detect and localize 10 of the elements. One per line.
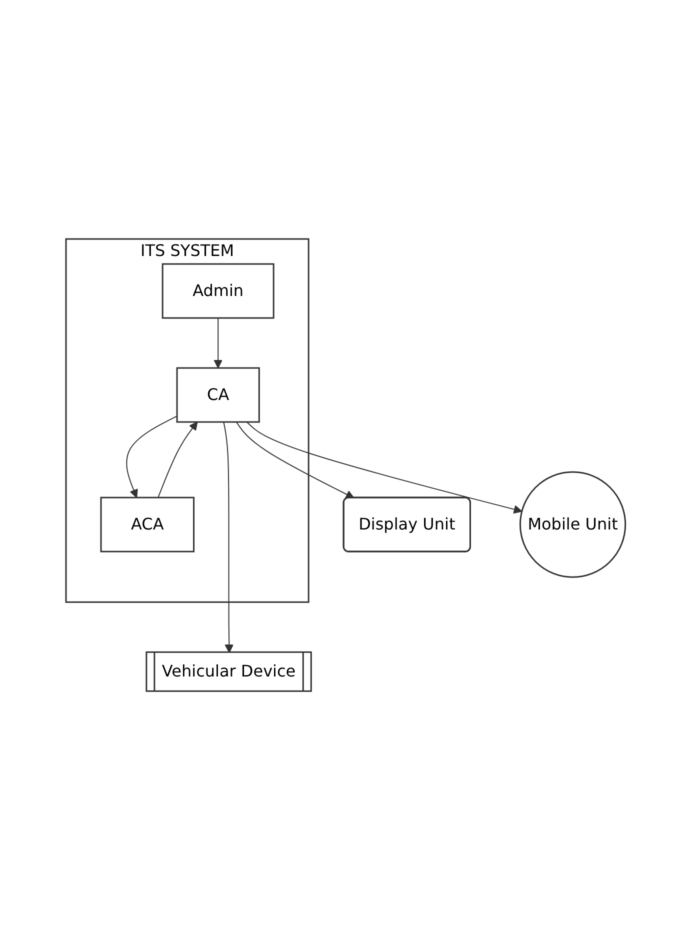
node-circle: Mobile Unit [520, 471, 626, 578]
arrow [214, 317, 223, 368]
arrow [236, 421, 355, 498]
node-box: Admin [162, 263, 275, 319]
arrow [126, 416, 178, 498]
node-box: ACA [100, 496, 195, 552]
arrow [158, 422, 198, 498]
node-box: CA [176, 367, 260, 423]
arrow [223, 421, 234, 653]
arrow [246, 421, 523, 514]
